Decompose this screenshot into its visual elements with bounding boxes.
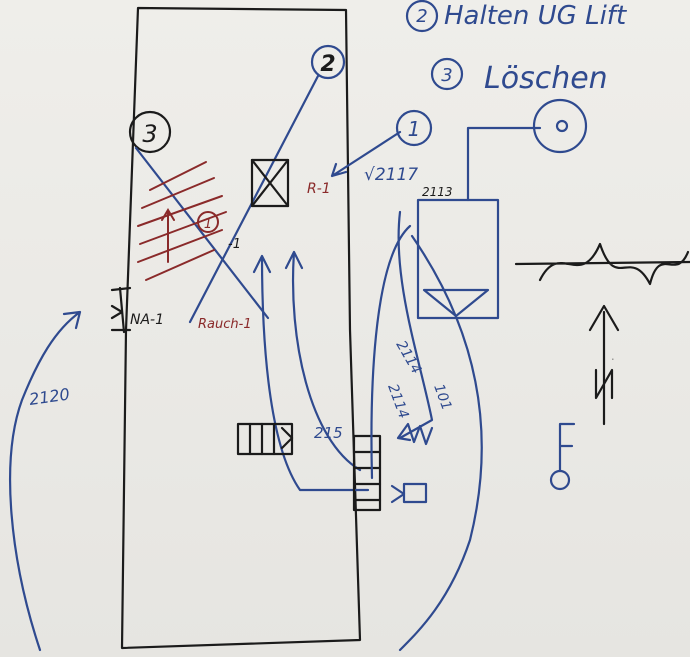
marker-3: 3	[128, 110, 172, 154]
label-minus1: -1	[228, 237, 241, 252]
small-box-symbol	[390, 482, 428, 504]
note-step2: 2 Halten UG Lift	[405, 0, 627, 33]
label-north: N	[612, 359, 614, 361]
note-step3-text: Löschen	[484, 61, 608, 96]
staircase-right	[352, 434, 382, 512]
detector-box	[250, 158, 290, 208]
scribbled-line	[514, 242, 690, 286]
label-2113: 2113	[422, 185, 453, 199]
marker-1-label: 1	[408, 117, 421, 141]
note-step3: 3 Löschen	[430, 57, 608, 96]
label-2120: 2120	[28, 384, 71, 408]
label-2117: √2117	[364, 165, 418, 185]
route-zigzag	[396, 422, 434, 446]
note-step2-number: 2	[416, 6, 427, 27]
lift-structure	[416, 98, 588, 320]
note-step3-number: 3	[441, 65, 452, 86]
route-2120	[9, 310, 82, 652]
label-101: 101	[430, 382, 454, 413]
marker-2-label: 2	[320, 52, 335, 77]
marker-3-label: 3	[142, 120, 157, 148]
staircase-left	[236, 422, 294, 456]
route-inner-left	[252, 254, 370, 492]
line-marker2-to-rauch	[188, 74, 320, 324]
label-215: 215	[314, 424, 343, 442]
label-2114-b: 2114	[384, 382, 411, 421]
label-zone-1: 1	[204, 217, 212, 232]
arrow-marker1-to-r1	[330, 130, 402, 178]
hydrant-symbol	[549, 422, 576, 491]
door-na1	[110, 286, 132, 334]
marker-2: 2	[310, 44, 346, 80]
hatched-fire-zone	[137, 161, 227, 281]
route-outer-right	[398, 234, 483, 652]
line-marker3-to-rauch	[134, 146, 270, 320]
label-rauch1: Rauch-1	[198, 317, 252, 332]
note-step2-text: Halten UG Lift	[444, 1, 627, 31]
label-r1: R-1	[307, 181, 331, 197]
label-na1: NA-1	[130, 312, 164, 328]
route-inner-right	[284, 250, 362, 472]
label-2114-a: 2114	[393, 338, 425, 377]
route-101	[397, 210, 434, 440]
route-2114	[370, 224, 412, 480]
north-arrow-icon	[588, 304, 620, 426]
marker-1: 1	[395, 109, 433, 147]
